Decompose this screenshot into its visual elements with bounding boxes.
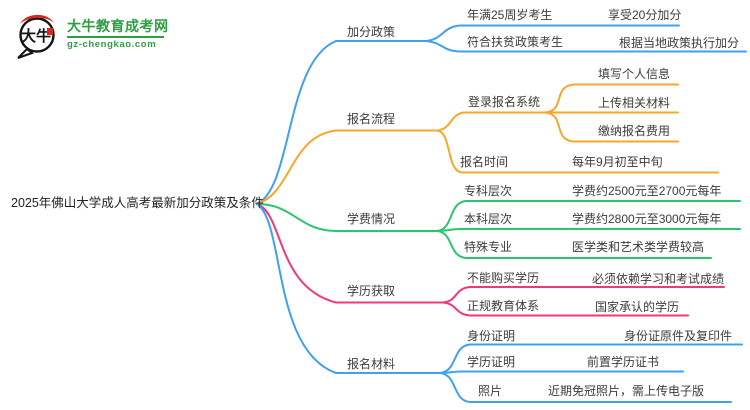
node-identity-proof: 身份证明 — [467, 329, 516, 343]
leaf-medical-art-higher: 医学类和艺术类学费较高 — [572, 240, 705, 254]
node-poverty-policy-candidates: 符合扶贫政策考生 — [467, 35, 564, 49]
mindmap-root-title: 2025年佛山大学成人高考最新加分政策及条件 — [11, 196, 264, 210]
logo-domain: gz-chengkao.com — [67, 39, 157, 50]
leaf-depends-on-study-exams: 必须依赖学习和考试成绩 — [592, 272, 725, 286]
node-bonus-policy: 加分政策 — [347, 25, 396, 39]
node-cannot-buy-diploma: 不能购买学历 — [467, 271, 540, 285]
leaf-prior-diploma-certificate: 前置学历证书 — [587, 355, 660, 369]
node-special-majors: 特殊专业 — [464, 240, 513, 254]
node-registration-materials: 报名材料 — [347, 357, 396, 371]
node-photo: 照片 — [478, 384, 503, 398]
site-logo: 大牛 大牛教育成考网 gz-chengkao.com — [14, 9, 169, 59]
node-registration-time: 报名时间 — [460, 155, 509, 169]
leaf-local-policy-bonus: 根据当地政策执行加分 — [619, 36, 740, 50]
node-formal-education-system: 正规教育体系 — [467, 299, 540, 313]
leaf-tuition-2800-3000: 学费约2800元至3000元每年 — [572, 212, 722, 226]
leaf-20-point-bonus: 享受20分加分 — [608, 8, 682, 22]
leaf-id-original-copy: 身份证原件及复印件 — [624, 329, 733, 343]
leaf-fill-personal-info: 填写个人信息 — [598, 67, 671, 81]
node-tuition: 学费情况 — [347, 212, 396, 226]
node-education-proof: 学历证明 — [467, 355, 516, 369]
leaf-upload-materials: 上传相关材料 — [598, 96, 671, 110]
node-age-25-candidates: 年满25周岁考生 — [467, 8, 553, 22]
bull-speech-bubble-icon: 大牛 — [17, 14, 55, 59]
node-diploma-acquisition: 学历获取 — [347, 284, 396, 298]
branch-tuition-connectors — [256, 200, 741, 259]
branch-bonus-policy-connectors — [256, 24, 747, 205]
branch-diploma-connectors — [256, 203, 725, 317]
branch-materials-connectors — [256, 203, 743, 403]
node-registration-process: 报名流程 — [347, 112, 396, 126]
logo-divider — [67, 36, 164, 38]
branch-registration-process-connectors — [256, 83, 719, 205]
logo-title: 大牛教育成考网 — [67, 18, 169, 34]
leaf-early-mid-september: 每年9月初至中旬 — [572, 155, 663, 169]
node-bachelor-level: 本科层次 — [464, 212, 513, 226]
svg-text:大牛: 大牛 — [21, 27, 51, 45]
node-login-system: 登录报名系统 — [468, 95, 541, 109]
leaf-state-recognized: 国家承认的学历 — [595, 300, 680, 314]
leaf-recent-bareheaded-photo: 近期免冠照片，需上传电子版 — [548, 384, 705, 398]
node-junior-college-level: 专科层次 — [464, 184, 513, 198]
leaf-pay-fee: 缴纳报名费用 — [598, 124, 671, 138]
leaf-tuition-2500-2700: 学费约2500元至2700元每年 — [572, 184, 722, 198]
